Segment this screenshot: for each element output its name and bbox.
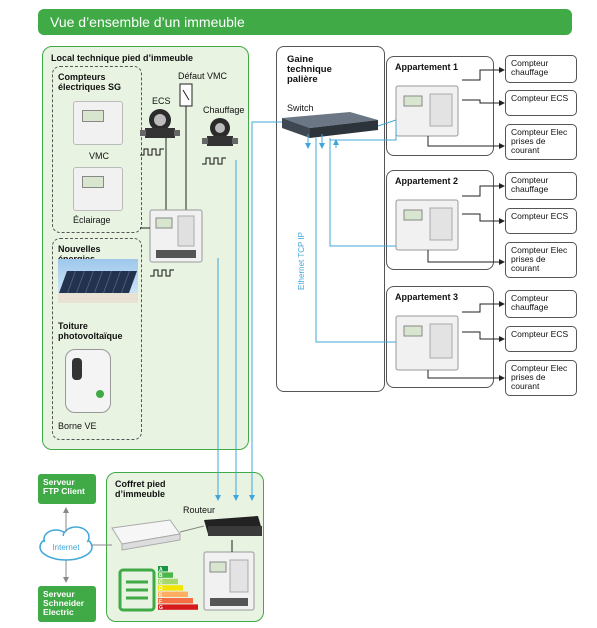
apt1-ecs-box: Compteur ECS [505, 90, 577, 116]
defaut-vmc-label: Défaut VMC [178, 71, 228, 81]
apt1-elec-label: Compteur Elec prises de courant [511, 127, 568, 155]
routeur-label: Routeur [183, 505, 216, 515]
meter-vmc-image [73, 101, 123, 145]
meter-eclairage-image [73, 167, 123, 211]
chauffage-pulse-icon [202, 157, 226, 165]
energy-letter-c: C [159, 580, 163, 586]
apartment-1-device [395, 85, 459, 137]
compteurs-sg-group: Compteurs électriques SG VMC Éclairage [52, 66, 142, 233]
apt3-ecs-label: Compteur ECS [511, 329, 569, 339]
borne-label: Borne VE [58, 421, 97, 431]
apartment-3-title: Appartement 3 [395, 292, 459, 302]
apt1-elec-box: Compteur Elec prises de courant [505, 124, 577, 160]
modem-device [111, 519, 181, 551]
apt3-chauffage-label: Compteur chauffage [511, 293, 549, 312]
coffret-concentrator-device [203, 551, 255, 611]
apt3-elec-box: Compteur Elec prises de courant [505, 360, 577, 396]
charging-station-image [65, 349, 111, 413]
apartment-3-device [395, 315, 459, 371]
apt2-ecs-box: Compteur ECS [505, 208, 577, 234]
energy-bar-a [158, 566, 168, 572]
apartment-2-title: Appartement 2 [395, 176, 459, 186]
energy-letter-f: F [159, 599, 162, 605]
energy-bar-c [158, 578, 178, 585]
energy-bar-b [158, 572, 173, 578]
router-device [204, 516, 262, 536]
switch-device [282, 112, 378, 138]
energy-label-graphic [118, 568, 156, 612]
ecs-water-meter-icon [140, 109, 180, 138]
apt2-elec-box: Compteur Elec prises de courant [505, 242, 577, 278]
switch-label: Switch [287, 103, 314, 113]
server-ftp-box: Serveur FTP Client [38, 474, 96, 504]
ecs-label: ECS [152, 96, 171, 106]
energy-bar-e [158, 591, 188, 597]
nouvelles-energies-group: Nouvelles énergies Toiture photovoltaïqu… [52, 238, 142, 440]
energy-bar-f [158, 598, 193, 604]
compteurs-sg-label: Compteurs électriques SG [58, 72, 122, 92]
apt3-chauffage-box: Compteur chauffage [505, 290, 577, 318]
toiture-label: Toiture photovoltaïque [58, 321, 123, 341]
solar-roof-image [58, 259, 138, 303]
energy-letter-g: G [159, 605, 163, 611]
server-ftp-label: Serveur FTP Client [43, 477, 85, 496]
chauffage-label: Chauffage [203, 105, 245, 115]
server-schneider-box: Serveur Schneider Electric [38, 586, 96, 622]
concentrator-pulse-icon [150, 269, 174, 277]
apt1-chauffage-label: Compteur chauffage [511, 58, 549, 77]
server-schneider-label: Serveur Schneider Electric [43, 589, 85, 617]
local-technique-title: Local technique pied d’immeuble [51, 53, 194, 63]
coffret-title: Coffret pied d’immeuble [115, 479, 166, 499]
energy-bar-g [158, 604, 198, 610]
chauffage-meter-icon [202, 118, 238, 146]
apt2-elec-label: Compteur Elec prises de courant [511, 245, 568, 273]
apartment-1-title: Appartement 1 [395, 62, 459, 72]
local-concentrator-device [149, 209, 203, 263]
energy-bar-d [158, 585, 183, 591]
internet-cloud-icon [39, 526, 93, 561]
apt3-elec-label: Compteur Elec prises de courant [511, 363, 568, 391]
energy-letter-e: E [159, 592, 163, 598]
ethernet-label: Ethernet TCP IP [297, 232, 306, 290]
energy-letter-d: D [159, 586, 163, 592]
energy-letter-b: B [159, 573, 163, 579]
ecs-pulse-icon [140, 148, 164, 156]
gaine-title: Gaine technique palière [287, 54, 332, 85]
apt2-ecs-label: Compteur ECS [511, 211, 569, 221]
page-title: Vue d’ensemble d’un immeuble [38, 9, 572, 35]
apt1-ecs-label: Compteur ECS [511, 93, 569, 103]
apt3-ecs-box: Compteur ECS [505, 326, 577, 352]
apartment-2-device [395, 199, 459, 251]
apt2-chauffage-label: Compteur chauffage [511, 175, 549, 194]
vmc-label: VMC [89, 151, 109, 161]
apt1-chauffage-box: Compteur chauffage [505, 55, 577, 83]
eclairage-label: Éclairage [73, 215, 111, 225]
energy-letter-a: A [159, 567, 163, 573]
apt2-chauffage-box: Compteur chauffage [505, 172, 577, 200]
defaut-vmc-switch-icon [179, 83, 193, 210]
internet-label: Internet [52, 543, 80, 552]
